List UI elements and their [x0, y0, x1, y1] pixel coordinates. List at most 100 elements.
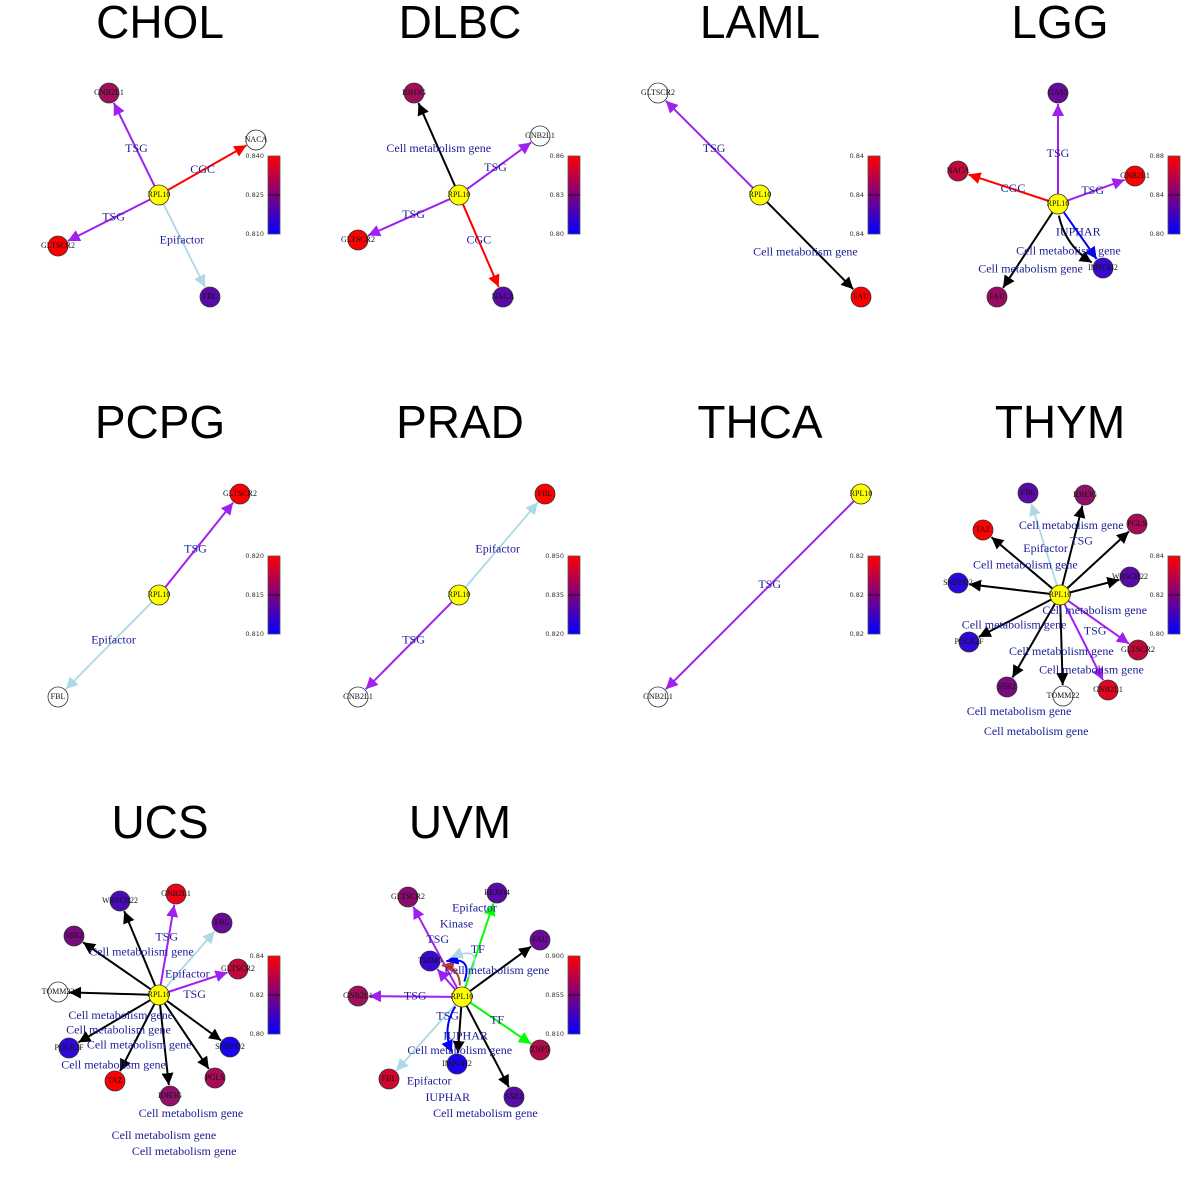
edge-tsg — [112, 102, 156, 187]
node-tomm22[interactable]: TOMM22 — [42, 981, 75, 1003]
edge-tsg — [159, 904, 179, 986]
node-fbl[interactable]: FBL — [534, 483, 556, 505]
node-gas5[interactable]: GAS5 — [1047, 82, 1069, 104]
node-center[interactable]: RPL10 — [448, 584, 471, 606]
node-naca[interactable]: NACA — [245, 129, 268, 151]
node-center[interactable]: RPL10 — [1047, 193, 1070, 215]
node-tomm22[interactable]: TOMM22 — [1047, 685, 1080, 707]
node-fbl[interactable]: FBL — [199, 286, 221, 308]
colorbar-tick: 0.86 — [550, 152, 564, 160]
node-trim5[interactable]: TRIM5 — [418, 950, 442, 972]
node-center[interactable]: RPL10 — [850, 483, 873, 505]
node-rexo4[interactable]: REXO4 — [484, 882, 510, 904]
node-fbl[interactable]: FBL — [1017, 482, 1039, 504]
node-label: PGLS — [1127, 519, 1147, 528]
colorbar-tick: 0.820 — [545, 630, 564, 638]
node-naca[interactable]: NACA — [492, 286, 515, 308]
node-polr2f[interactable]: POLR2F — [955, 631, 984, 653]
node-center[interactable]: RPL10 — [148, 584, 171, 606]
node-gltscr2[interactable]: GLTSCR2 — [41, 235, 75, 257]
node-idh3g[interactable]: IDH3G — [402, 82, 426, 104]
edge-cell-metabolism-gene — [163, 1002, 210, 1070]
node-label: FBL — [382, 1074, 397, 1083]
node-center[interactable]: RPL10 — [749, 184, 772, 206]
node-gltscr2[interactable]: GLTSCR2 — [223, 483, 257, 505]
node-naca[interactable]: NACA — [947, 160, 970, 182]
node-gnb2l1[interactable]: GNB2L1 — [1093, 679, 1123, 701]
node-center[interactable]: RPL10 — [1049, 584, 1072, 606]
node-ssr2[interactable]: SSR2 — [996, 676, 1018, 698]
node-label: REXO4 — [484, 888, 510, 897]
node-gltscr2[interactable]: GLTSCR2 — [1121, 639, 1155, 661]
edge-label: TSG — [1084, 624, 1107, 638]
node-label: IDH3G — [1073, 490, 1097, 499]
node-label: SSR2 — [998, 682, 1016, 691]
node-fbl[interactable]: FBL — [47, 686, 69, 708]
edge-label: TSG — [125, 141, 148, 155]
node-snrpd2[interactable]: SNRPD2 — [215, 1036, 245, 1058]
panel-title: UVM — [409, 796, 511, 848]
edge-label: TSG — [402, 633, 425, 647]
node-label: FBL — [215, 918, 230, 927]
node-center[interactable]: RPL10 — [448, 184, 471, 206]
node-gnb2l1[interactable]: GNB2L1 — [343, 686, 373, 708]
node-impdh2[interactable]: IMPDH2 — [1088, 257, 1118, 279]
edge-tsg — [665, 100, 754, 189]
node-snrpd2[interactable]: SNRPD2 — [943, 572, 973, 594]
node-idh3g[interactable]: IDH3G — [158, 1085, 182, 1107]
node-gltscr2[interactable]: GLTSCR2 — [391, 886, 425, 908]
edge-epifactor — [65, 601, 153, 690]
node-taz[interactable]: TAZ — [972, 519, 994, 541]
edge-cgc — [968, 172, 1049, 202]
node-pgls[interactable]: PGLS — [204, 1067, 226, 1089]
node-label: GNB2L1 — [1093, 685, 1123, 694]
node-gnb2l1[interactable]: GNB2L1 — [1120, 165, 1150, 187]
node-center[interactable]: RPL10 — [148, 184, 171, 206]
edge-label: Kinase — [440, 917, 473, 931]
edge-iuphar — [446, 952, 468, 982]
edge-label: Cell metabolism gene — [66, 1023, 171, 1037]
node-fau[interactable]: FAU — [986, 286, 1008, 308]
panel-title: LGG — [1011, 0, 1108, 48]
node-gnb2l1[interactable]: GNB2L1 — [94, 82, 124, 104]
edge-epifactor — [464, 501, 539, 588]
node-znf5[interactable]: ZNF5 — [529, 1039, 551, 1061]
node-fbl[interactable]: FBL — [211, 912, 233, 934]
node-gltscr2[interactable]: GLTSCR2 — [221, 958, 255, 980]
node-ssr2[interactable]: SSR2 — [503, 1086, 525, 1108]
node-fau[interactable]: FAU — [529, 929, 551, 951]
colorbar-tick: 0.810 — [245, 230, 264, 238]
node-label: NACA — [492, 292, 515, 301]
node-gnb2l1[interactable]: GNB2L1 — [161, 883, 191, 905]
node-polr2f[interactable]: POLR2F — [55, 1037, 84, 1059]
edge-label: Cell metabolism gene — [978, 262, 1083, 276]
node-wbscr22[interactable]: WBSCR22 — [102, 890, 138, 912]
edge-tsg — [1067, 599, 1130, 645]
edge-cell-metabolism-gene — [166, 1000, 222, 1042]
colorbar-tick: 0.84 — [850, 191, 864, 199]
node-center[interactable]: RPL10 — [148, 984, 171, 1006]
edge-label: TF — [490, 1013, 504, 1027]
node-label: SNRPD2 — [943, 578, 973, 587]
node-gltscr2[interactable]: GLTSCR2 — [641, 82, 675, 104]
edge-label: IUPHAR — [443, 1029, 488, 1043]
node-fau[interactable]: FAU — [850, 286, 872, 308]
node-taz[interactable]: TAZ — [104, 1070, 126, 1092]
node-pgls[interactable]: PGLS — [1126, 513, 1148, 535]
edge-label: Cell metabolism gene — [962, 617, 1067, 631]
node-fbl[interactable]: FBL — [378, 1068, 400, 1090]
node-ssr2[interactable]: SSR2 — [63, 925, 85, 947]
colorbar-tick: 0.850 — [545, 552, 564, 560]
node-idh3g[interactable]: IDH3G — [1073, 484, 1097, 506]
node-center[interactable]: RPL10 — [451, 986, 474, 1008]
node-wbscr22[interactable]: WBSCR22 — [1112, 566, 1148, 588]
node-gnb2l1[interactable]: GNB2L1 — [643, 686, 673, 708]
panel-pcpg: PCPG0.8200.8150.810RPL10GLTSCR2FBLTSGEpi… — [47, 396, 281, 708]
node-gnb2l1[interactable]: GNB2L1 — [343, 985, 373, 1007]
node-impdh2[interactable]: IMPDH2 — [442, 1053, 472, 1075]
node-gltscr2[interactable]: GLTSCR2 — [341, 229, 375, 251]
colorbar-tick: 0.82 — [1150, 591, 1164, 599]
colorbar-tick: 0.900 — [545, 952, 564, 960]
node-gnb2l1[interactable]: GNB2L1 — [525, 125, 555, 147]
